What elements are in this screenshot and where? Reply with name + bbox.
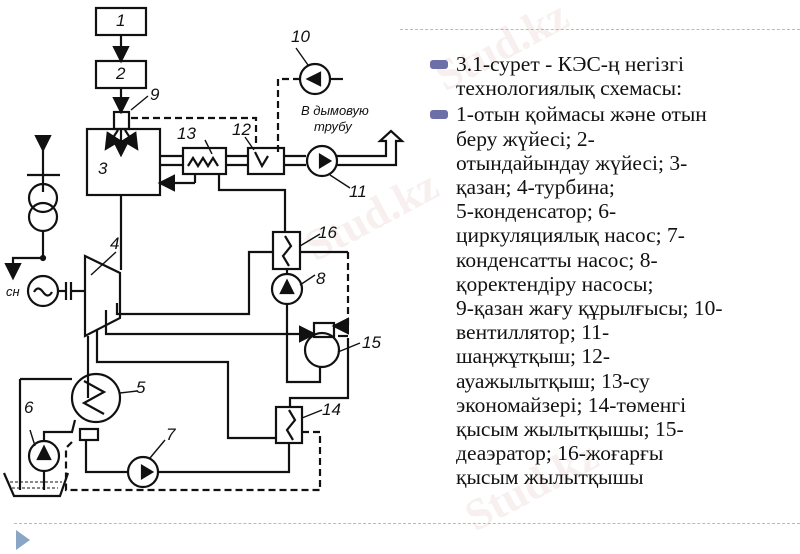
- legend-line: отындайындау жүйесі; 3-: [456, 150, 688, 175]
- kes-schematic-diagram: 1 2 9 3 10 13 12 11 В дымовую трубу 4 сн…: [0, 0, 420, 520]
- label-condenser: 5: [136, 378, 146, 397]
- legend-line: вентиллятор; 11-: [456, 320, 610, 345]
- legend-line: қоректендіру насосы;: [456, 271, 654, 296]
- legend-line: қысым жылытқышы: [456, 465, 644, 490]
- label-hp-heater: 16: [318, 223, 337, 242]
- legend-line: ауажылытқыш; 13-су: [456, 368, 650, 393]
- label-chimney-line1: В дымовую: [301, 103, 369, 118]
- legend-line: беру жүйесі; 2-: [456, 126, 595, 151]
- label-deaerator: 15: [362, 333, 381, 352]
- label-turbine: 4: [110, 234, 120, 253]
- label-air-heater: 12: [232, 120, 251, 139]
- label-chimney-line2: трубу: [314, 119, 352, 134]
- bullet-caption: 3.1-сурет - КЭС-ң негізгі технологиялық …: [430, 52, 800, 100]
- legend-text-panel: 3.1-сурет - КЭС-ң негізгі технологиялық …: [430, 52, 800, 490]
- label-burner: 9: [150, 85, 160, 104]
- label-boiler: 3: [98, 159, 108, 178]
- legend-line: деаэратор; 16-жоғарғы: [456, 441, 664, 466]
- label-circulation-pump: 6: [24, 398, 34, 417]
- label-fuel-preparation: 2: [116, 64, 126, 83]
- legend-line: экономайзері; 14-төменгі: [456, 392, 687, 417]
- legend-line: шаңжұтқыш; 12-: [456, 344, 611, 369]
- label-fan: 10: [291, 27, 310, 46]
- legend-line: қазан; 4-турбина;: [456, 175, 615, 200]
- label-fuel-storage: 1: [116, 11, 126, 30]
- bullet-legend: 1-отын қоймасы және отын беру жүйесі; 2-…: [430, 102, 800, 489]
- legend-line: конденсатты насос; 8-: [456, 247, 658, 272]
- caption-line: технологиялық схемасы:: [456, 76, 683, 101]
- caption-line: 3.1-сурет - КЭС-ң негізгі: [456, 52, 684, 76]
- legend-line: 1-отын қоймасы және отын: [456, 102, 707, 127]
- label-condensate-pump: 7: [166, 425, 176, 444]
- label-economizer: 13: [177, 124, 196, 143]
- bullet-icon: [430, 60, 448, 69]
- label-smoke-exhauster: 11: [349, 182, 367, 201]
- bottom-dashed-rule: [14, 523, 800, 524]
- top-dashed-rule: [400, 29, 800, 30]
- label-aux-needs: сн: [6, 284, 20, 299]
- label-feed-pump: 8: [316, 269, 326, 288]
- legend-line: қысым жылытқышы; 15-: [456, 417, 684, 442]
- legend-line: 5-конденсатор; 6-: [456, 199, 617, 224]
- legend-line: 9-қазан жағу құрылғысы; 10-: [456, 296, 723, 321]
- bullet-icon: [430, 110, 448, 120]
- legend-line: циркуляциялық насос; 7-: [456, 223, 685, 248]
- label-lp-heater: 14: [322, 400, 341, 419]
- next-slide-arrow-icon[interactable]: [16, 530, 30, 550]
